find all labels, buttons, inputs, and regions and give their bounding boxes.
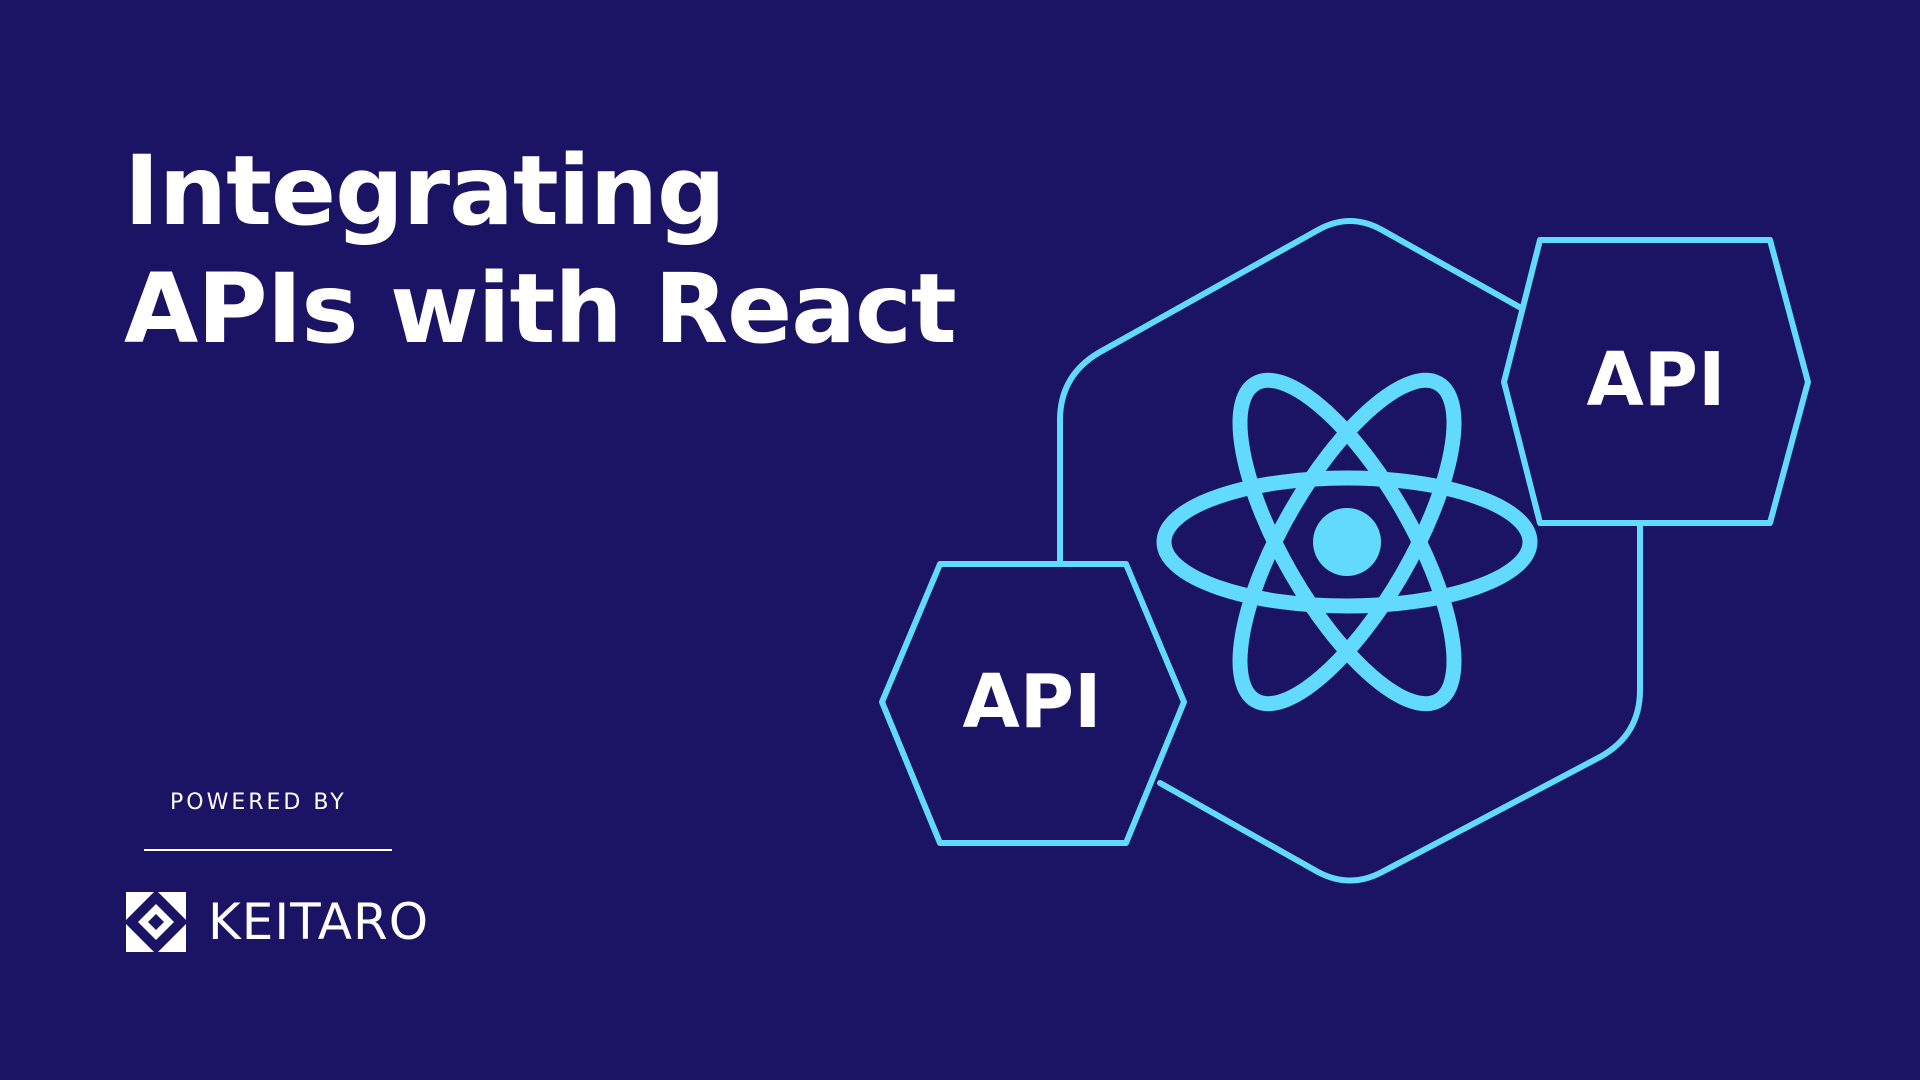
keitaro-logo-icon	[126, 892, 186, 952]
right-api-hexagon	[1501, 237, 1811, 526]
central-hexagon-outline	[1057, 218, 1643, 884]
left-api-label: API	[962, 659, 1101, 745]
headline-line-2: APIs with React	[124, 253, 957, 365]
react-orbit-diagonal-1	[1232, 372, 1462, 712]
left-api-hexagon	[879, 561, 1187, 846]
react-nucleus	[1313, 508, 1381, 576]
right-api-badge: API	[1501, 237, 1811, 526]
headline: Integrating APIs with React	[124, 132, 1024, 368]
powered-by-label: POWERED BY	[170, 790, 347, 815]
react-orbit-horizontal	[1156, 470, 1538, 614]
left-api-badge: API	[879, 561, 1187, 846]
react-atom-icon	[1156, 372, 1538, 712]
react-orbit-diagonal-2	[1232, 372, 1462, 712]
brand-name: KEITARO	[208, 893, 430, 951]
footer-divider	[144, 849, 392, 851]
right-api-label: API	[1586, 337, 1725, 423]
headline-line-1: Integrating	[124, 135, 726, 247]
brand: KEITARO	[124, 890, 429, 954]
